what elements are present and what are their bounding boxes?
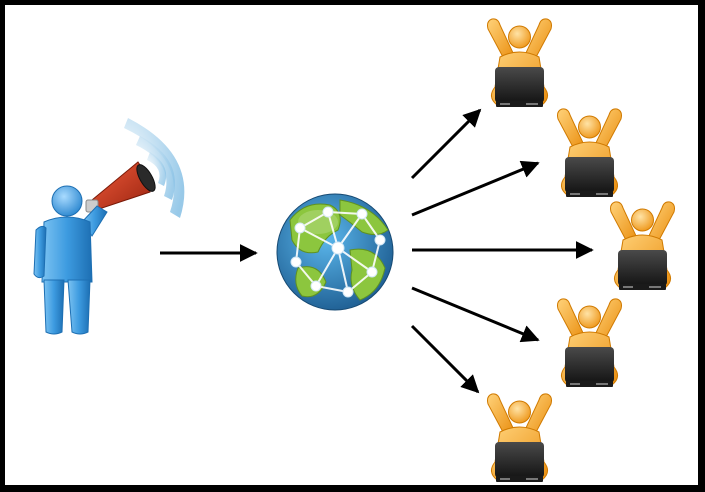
person-laptop-icon [558, 109, 622, 197]
globe-network-icon [277, 194, 393, 310]
broadcaster-icon [34, 118, 184, 334]
megaphone-icon [86, 162, 159, 212]
arrow-network-to-receiver-1 [412, 110, 480, 178]
person-laptop-icon [488, 394, 552, 482]
person-icon [34, 186, 107, 334]
arrow-network-to-receiver-2 [412, 163, 538, 215]
arrow-network-to-receiver-5 [412, 326, 478, 392]
diagram-canvas [5, 5, 698, 485]
broadcast-diagram [5, 5, 698, 485]
person-laptop-icon [558, 299, 622, 387]
person-laptop-icon [488, 19, 552, 107]
arrow-network-to-receiver-4 [412, 288, 538, 340]
person-laptop-icon [611, 202, 675, 290]
